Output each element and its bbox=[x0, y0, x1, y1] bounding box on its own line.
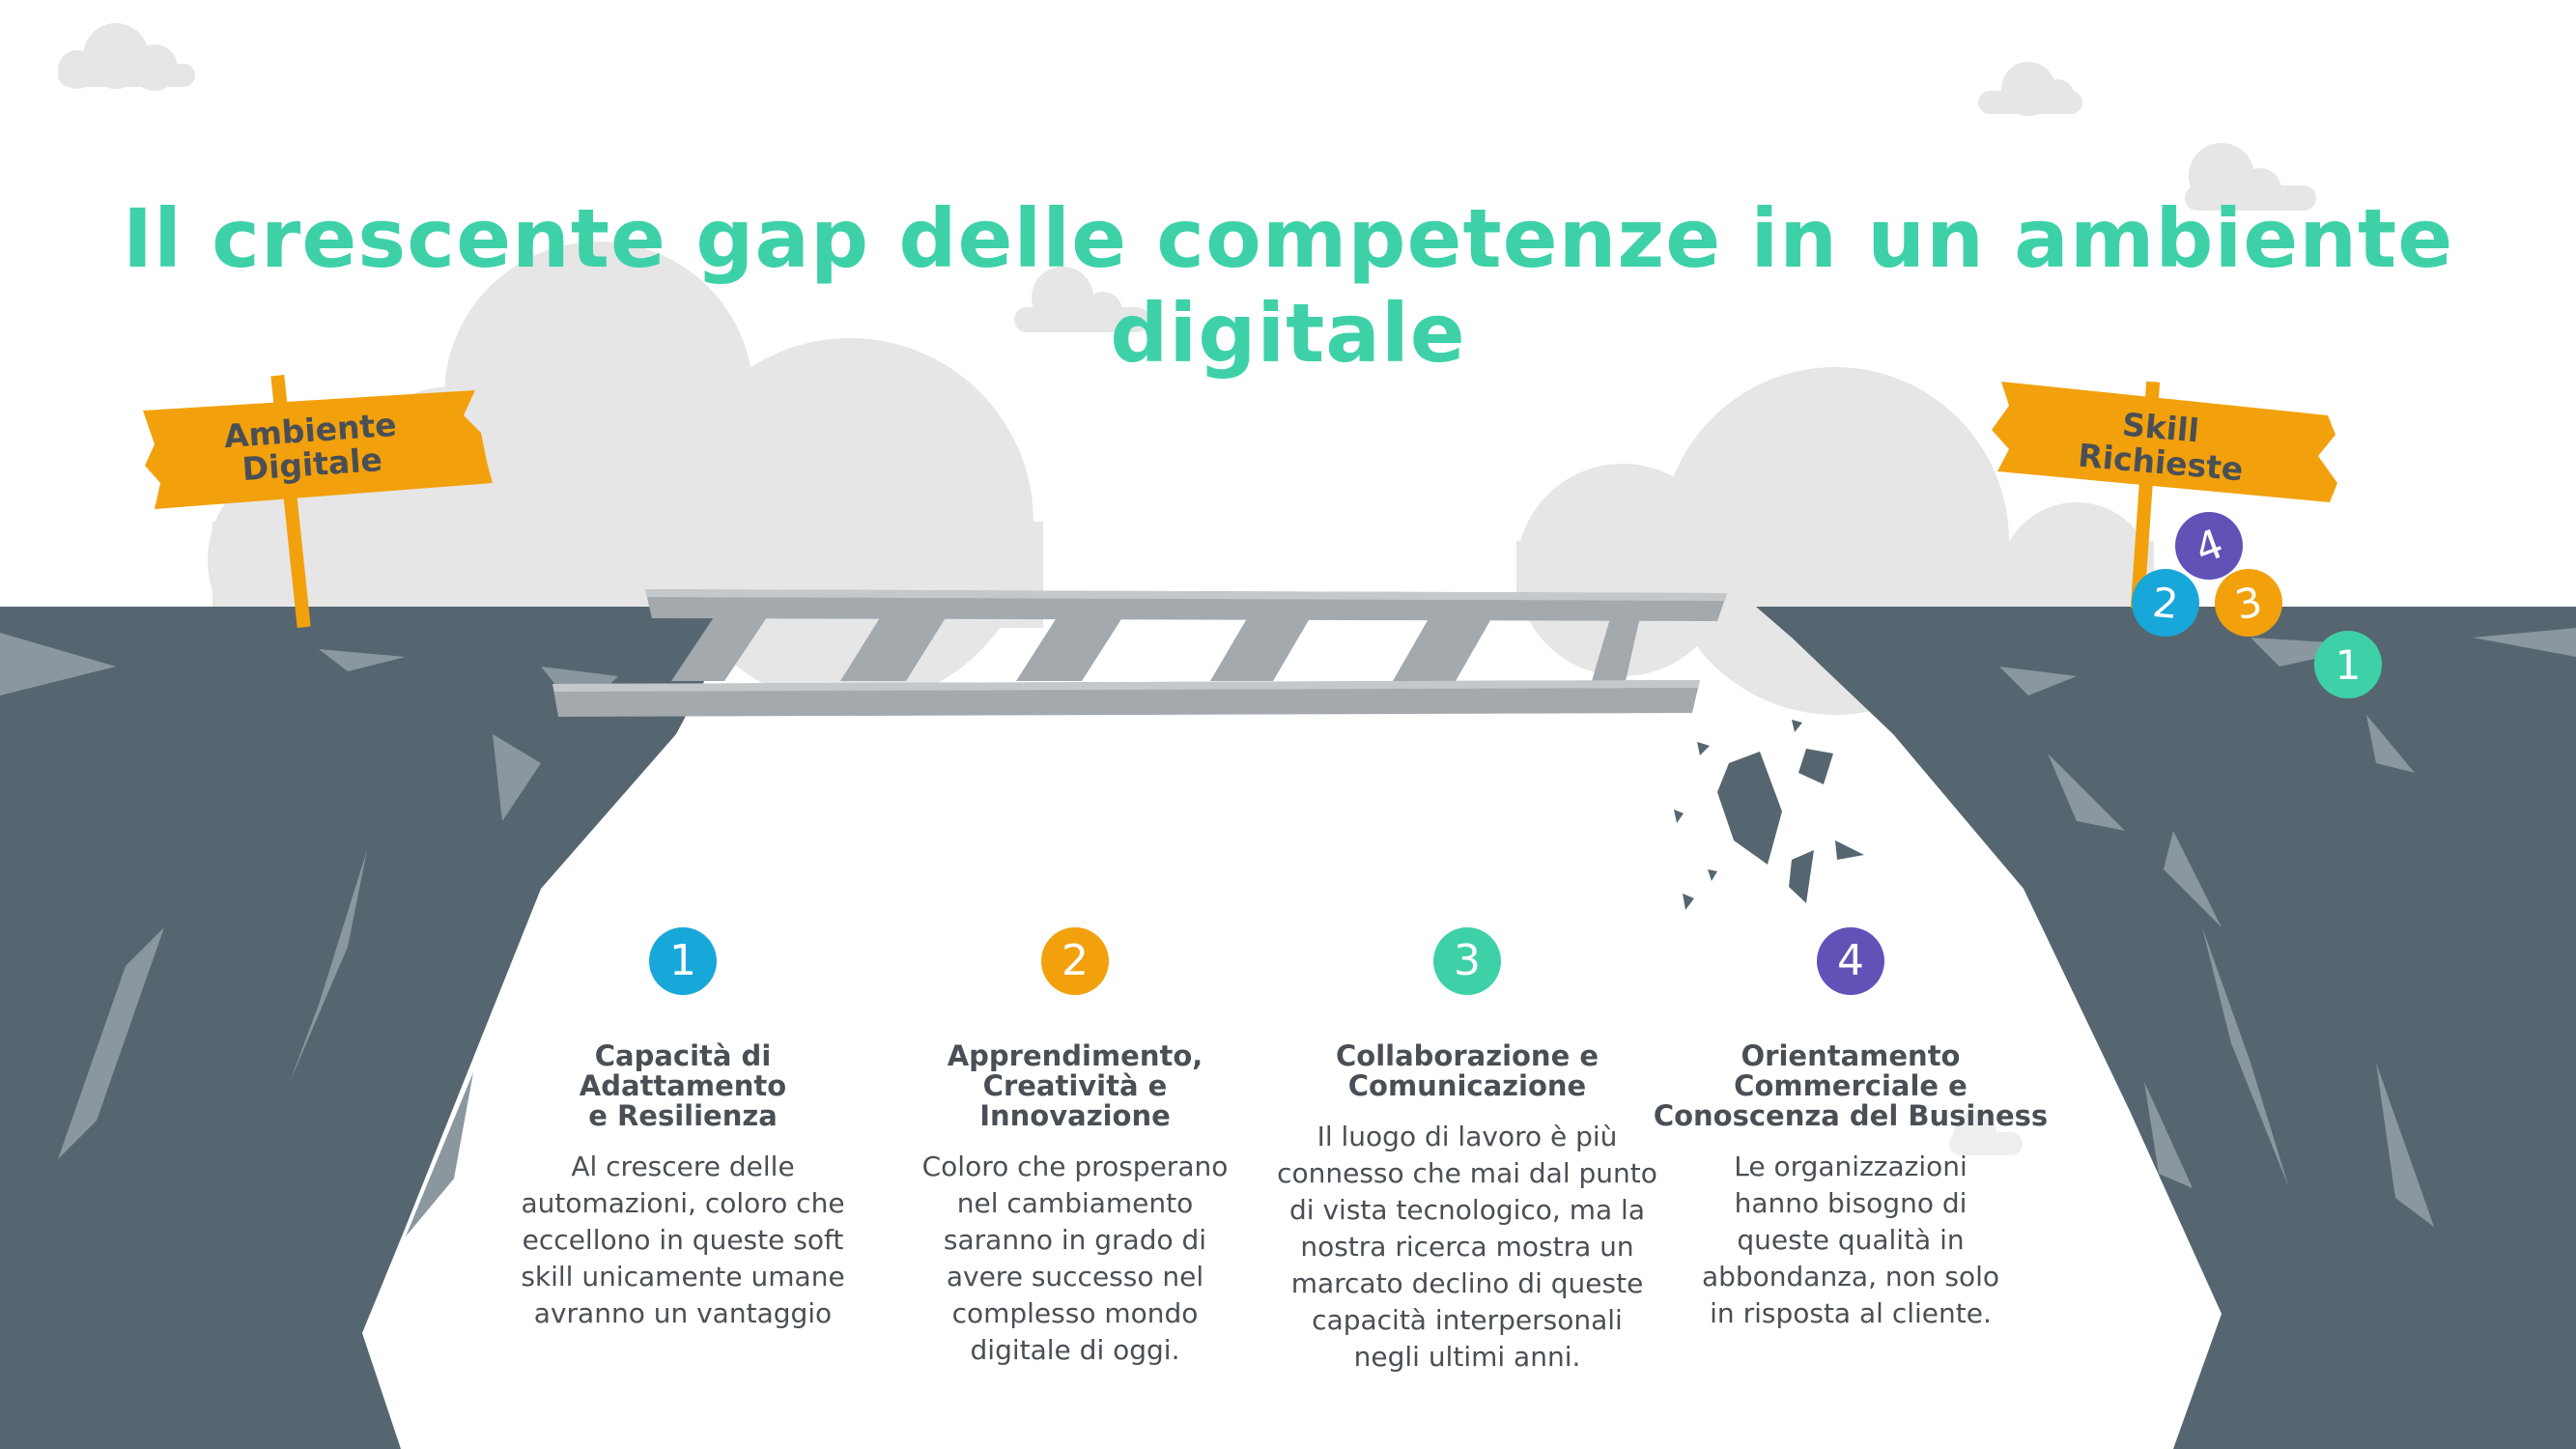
sign-board-right bbox=[1992, 382, 2337, 502]
sign-board-left bbox=[143, 390, 493, 509]
column-1-body: Al crescere delle automazioni, coloro ch… bbox=[521, 1151, 845, 1329]
cloud-top-left bbox=[58, 23, 195, 91]
badge-1: 1 bbox=[2314, 631, 2382, 698]
cloud-column-4 bbox=[1949, 1111, 2023, 1155]
sign-ambiente-digitale: Ambiente Digitale bbox=[143, 374, 493, 629]
cliff-left bbox=[0, 607, 744, 1449]
number-badge-2: 2 bbox=[1041, 927, 1109, 995]
column-4-heading: Orientamento Commerciale e Conoscenza de… bbox=[1653, 1039, 2049, 1132]
cloud-mid bbox=[1014, 267, 1149, 332]
badge-2: 2 bbox=[2132, 569, 2199, 637]
ladder-bridge bbox=[552, 589, 1727, 717]
cliff-highlights bbox=[0, 628, 2576, 1236]
skill-badges: 4 2 3 1 bbox=[2132, 512, 2382, 698]
column-2-heading: Apprendimento, Creatività e Innovazione bbox=[947, 1039, 1203, 1132]
column-1-heading: Capacità di Adattamento e Resilienza bbox=[579, 1039, 787, 1132]
column-3-heading: Collaborazione e Comunicazione bbox=[1335, 1039, 1599, 1102]
number-badge-4: 4 bbox=[1817, 927, 1884, 995]
sky-clouds bbox=[58, 23, 2316, 332]
column-collaborazione: 3 Collaborazione e Comunicazione Il luog… bbox=[1264, 927, 1670, 1376]
column-4-body: Le organizzazioni hanno bisogno di quest… bbox=[1701, 1151, 2000, 1329]
cloud-top-right bbox=[1978, 62, 2082, 116]
column-adattamento: 1 Capacità di Adattamento e Resilienza A… bbox=[480, 927, 886, 1332]
chasm-cliffs bbox=[0, 607, 2576, 1449]
column-2-body: Coloro che prosperano nel cambiamento sa… bbox=[921, 1151, 1229, 1366]
cliff-right bbox=[1756, 607, 2576, 1449]
badge-3: 3 bbox=[2215, 569, 2282, 637]
page-title: Il crescente gap delle competenze in un … bbox=[122, 191, 2454, 381]
sign-skill-richieste: Skill Richieste bbox=[1992, 381, 2337, 610]
sign-right-line-1: Skill bbox=[2121, 406, 2201, 450]
number-badge-3: 3 bbox=[1433, 927, 1501, 995]
ladder-rungs bbox=[671, 609, 1642, 681]
falling-rocks bbox=[1674, 720, 1864, 910]
cloud-right bbox=[2185, 143, 2316, 211]
column-3-body: Il luogo di lavoro è più connesso che ma… bbox=[1277, 1121, 1657, 1373]
number-badge-1: 1 bbox=[649, 927, 717, 995]
column-orientamento: 4 Orientamento Commerciale e Conoscenza … bbox=[1648, 927, 2053, 1332]
ladder-rail-far-top bbox=[645, 589, 1727, 601]
ladder-rail-near-top bbox=[552, 680, 1700, 692]
column-apprendimento: 2 Apprendimento, Creatività e Innovazion… bbox=[872, 927, 1278, 1369]
badge-2-label: 2 bbox=[2151, 579, 2181, 628]
badge-4: 4 bbox=[2175, 512, 2243, 580]
badge-1-label: 1 bbox=[2335, 641, 2362, 689]
